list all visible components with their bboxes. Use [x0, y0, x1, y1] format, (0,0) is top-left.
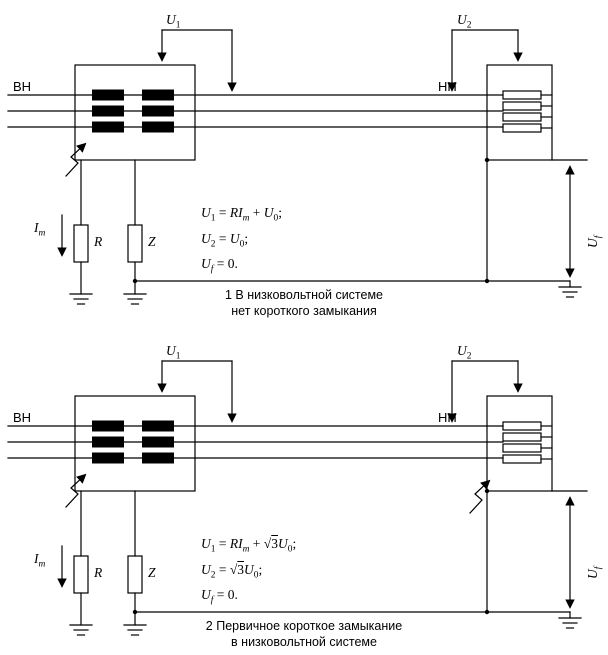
circuit-svg-1: [7, 29, 588, 305]
caption-line-1: 2 Первичное короткое замыкание: [205, 619, 403, 633]
hv-side-label: ВН: [13, 410, 32, 425]
uf-measure: [551, 490, 588, 629]
z-branch: [123, 159, 147, 305]
load-box: [486, 64, 553, 161]
transformer-breakdown-arrow: [65, 142, 87, 177]
lv-short-circuit-arrow: [469, 479, 491, 514]
load-resistors: [502, 90, 553, 133]
uf-label: Uf: [585, 235, 604, 248]
equations-block: U1 = RIm + √3U0; U2 = √3U0; Uf = 0.: [201, 534, 296, 611]
caption-line-2: нет короткого замыкания: [231, 304, 377, 318]
r-label: R: [94, 565, 103, 580]
load-resistors: [502, 421, 553, 464]
z-label: Z: [148, 565, 156, 580]
lv-side-label: НН: [438, 410, 457, 425]
figure-caption-2: 2 Первичное короткое замыкание в низково…: [154, 618, 454, 650]
u1-label: U1: [166, 343, 181, 362]
im-label: Im: [34, 220, 46, 239]
circuit-diagram-2: U1 U2 ВН НН Im R Z Uf U1 = RIm + √3U0; U…: [0, 331, 608, 653]
bottom-bus: [132, 488, 571, 615]
equation-line-1: U1 = RIm + √3U0;: [201, 536, 297, 555]
r-branch: [69, 159, 93, 305]
load-box: [486, 395, 553, 492]
lv-side-label: НН: [438, 79, 457, 94]
conductor-lines: [7, 425, 504, 459]
conductor-lines: [7, 94, 504, 128]
bottom-bus: [132, 157, 571, 284]
u1-bracket: [157, 29, 237, 92]
transformer-windings: [92, 420, 174, 464]
equations-block: U1 = RIm + U0; U2 = U0; Uf = 0.: [201, 203, 282, 280]
transformer-windings: [92, 89, 174, 133]
circuit-svg-2: [7, 360, 588, 636]
u2-bracket: [447, 360, 523, 423]
hv-side-label: ВН: [13, 79, 32, 94]
z-branch: [123, 490, 147, 636]
caption-line-1: 1 В низковольтной системе: [224, 288, 384, 302]
u1-label: U1: [166, 12, 181, 31]
transformer-breakdown-arrow: [65, 473, 87, 508]
z-label: Z: [148, 234, 156, 249]
circuit-diagram-1: U1 U2 ВН НН Im R Z Uf U1 = RIm + U0; U2 …: [0, 0, 608, 322]
u2-bracket: [447, 29, 523, 92]
u2-label: U2: [457, 12, 472, 31]
u1-bracket: [157, 360, 237, 423]
equation-line-3: Uf = 0.: [201, 587, 238, 607]
equation-line-1: U1 = RIm + U0;: [201, 205, 283, 224]
r-branch: [69, 490, 93, 636]
caption-line-2: в низковольтной системе: [231, 635, 377, 649]
r-label: R: [94, 234, 103, 249]
uf-label: Uf: [585, 566, 604, 579]
equation-line-2: U2 = U0;: [201, 230, 249, 250]
im-label: Im: [34, 551, 46, 570]
figure-caption-1: 1 В низковольтной системе нет короткого …: [154, 287, 454, 319]
uf-measure: [551, 159, 588, 298]
equation-line-2: U2 = √3U0;: [201, 561, 263, 581]
u2-label: U2: [457, 343, 472, 362]
equation-line-3: Uf = 0.: [201, 256, 238, 276]
